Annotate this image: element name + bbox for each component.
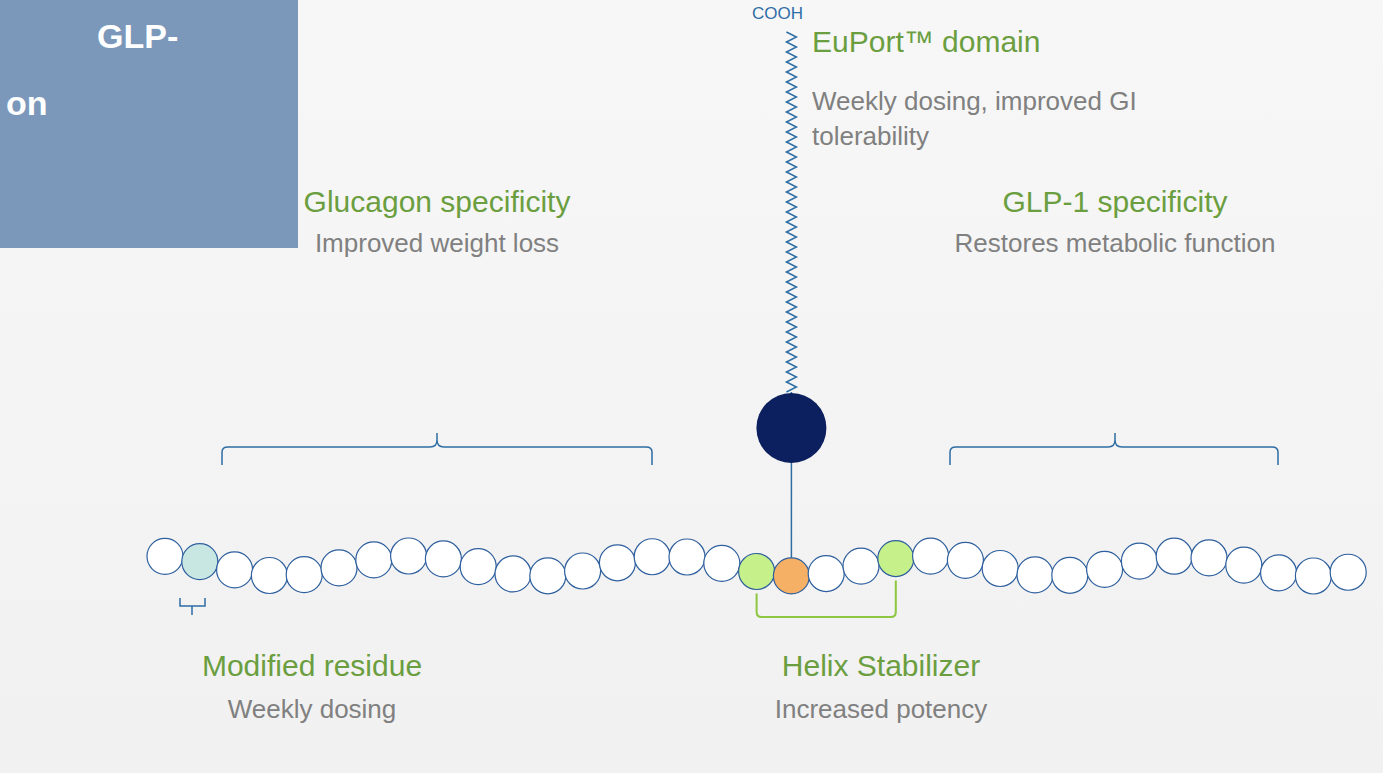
amino-acid-bead: [1087, 551, 1123, 587]
amino-acid-bead: [878, 541, 914, 577]
amino-acid-bead: [947, 542, 983, 578]
amino-acid-bead: [460, 549, 496, 585]
amino-acid-bead: [182, 544, 218, 580]
amino-acid-bead: [425, 541, 461, 577]
amino-acid-bead: [913, 538, 949, 574]
amino-acid-bead: [565, 553, 601, 589]
amino-acid-bead: [147, 538, 183, 574]
feature-heading: Modified residue: [202, 648, 422, 684]
linker-node: [756, 393, 826, 463]
amino-acid-bead: [808, 556, 844, 592]
feature-note: Improved weight loss: [315, 228, 559, 259]
chain-link: [791, 392, 793, 393]
amino-acid-bead: [634, 539, 670, 575]
amino-acid-bead: [773, 558, 809, 594]
amino-acid-bead: [704, 545, 740, 581]
feature-note: Weekly dosing: [228, 694, 397, 725]
amino-acid-bead: [286, 557, 322, 593]
amino-acid-bead: [217, 552, 253, 588]
amino-acid-bead: [1052, 557, 1088, 593]
feature-note: Restores metabolic function: [955, 228, 1276, 259]
title-panel: GLP-on: [0, 0, 298, 248]
amino-acid-bead: [1156, 538, 1192, 574]
glp1-bracket: [950, 433, 1278, 465]
amino-acid-bead: [1295, 558, 1331, 594]
amino-acid-bead: [1017, 557, 1053, 593]
amino-acid-bead: [356, 542, 392, 578]
panel-title: GLP-: [97, 16, 178, 57]
amino-acid-bead: [599, 545, 635, 581]
fatty-acid-chain: [786, 32, 796, 392]
residue-bracket: [180, 598, 205, 615]
amino-acid-bead: [669, 539, 705, 575]
amino-acid-bead: [321, 550, 357, 586]
feature-heading: Helix Stabilizer: [782, 648, 980, 684]
feature-heading: EuPort™ domain: [812, 24, 1040, 60]
amino-acid-bead: [530, 558, 566, 594]
amino-acid-bead: [1261, 555, 1297, 591]
feature-heading: GLP-1 specificity: [1002, 184, 1227, 220]
amino-acid-bead: [982, 550, 1018, 586]
amino-acid-bead: [495, 556, 531, 592]
helix-bracket: [757, 581, 896, 617]
glucagon-bracket: [222, 433, 652, 465]
amino-acid-bead: [251, 557, 287, 593]
amino-acid-bead: [391, 538, 427, 574]
amino-acid-bead: [1330, 554, 1366, 590]
terminal-label: COOH: [752, 4, 803, 24]
amino-acid-bead: [843, 548, 879, 584]
feature-note: Increased potency: [775, 694, 987, 725]
amino-acid-bead: [1191, 540, 1227, 576]
peptide-chain: [147, 538, 1366, 594]
amino-acid-bead: [1121, 543, 1157, 579]
amino-acid-bead: [1226, 547, 1262, 583]
feature-heading: Glucagon specificity: [304, 184, 571, 220]
panel-title: on: [6, 83, 48, 124]
feature-note: Weekly dosing, improved GI tolerability: [812, 84, 1252, 154]
linker-line: [791, 463, 793, 558]
amino-acid-bead: [739, 554, 775, 590]
